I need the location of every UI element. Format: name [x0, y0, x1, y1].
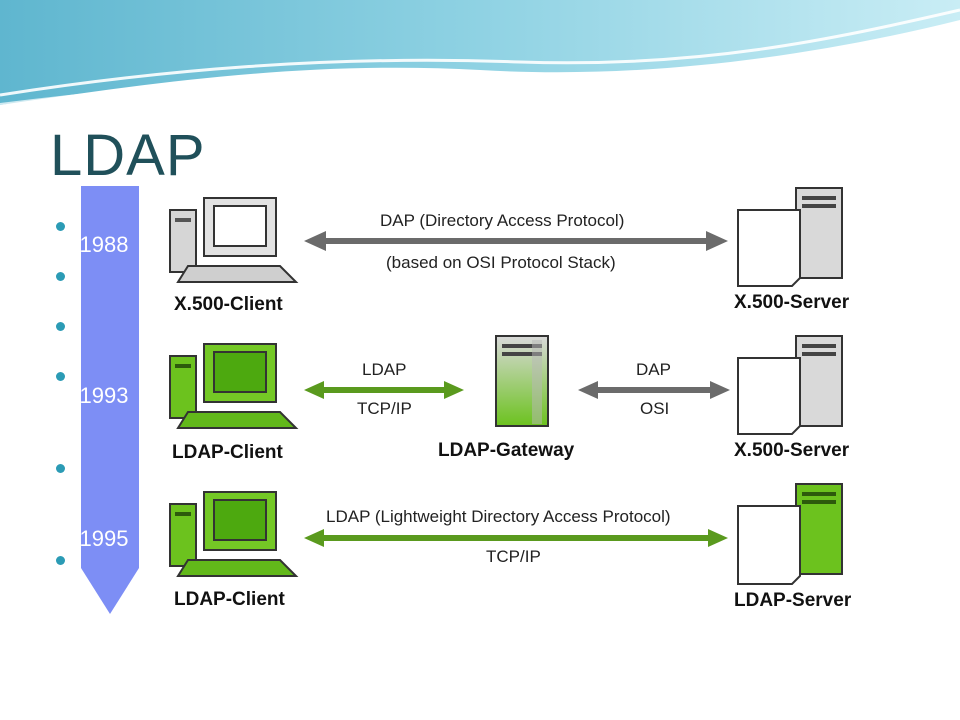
bullet-marker [56, 556, 65, 565]
bullet-marker [56, 464, 65, 473]
desktop-computer-icon [169, 197, 299, 283]
ldap-client-label: LDAP-Client [174, 589, 285, 610]
ldap-protocol-label: LDAP (Lightweight Directory Access Proto… [326, 507, 671, 526]
ldap-client-label: LDAP-Client [172, 442, 283, 463]
x500-server-label: X.500-Server [734, 292, 850, 313]
timeline-arrow [81, 186, 139, 614]
dap-link-label: DAP [636, 360, 671, 379]
x500-server-icon [737, 187, 843, 287]
ldap-server-label: LDAP-Server [734, 590, 852, 611]
green-bidirectional-arrow [304, 529, 728, 547]
year-label: 1988 [79, 232, 129, 257]
green-bidirectional-arrow [304, 381, 464, 399]
x500-server-label: X.500-Server [734, 440, 850, 461]
bullet-marker [56, 372, 65, 381]
bullet-marker [56, 272, 65, 281]
header-wave [0, 0, 960, 105]
bullet-marker [56, 222, 65, 231]
slide-title: LDAP [50, 123, 206, 188]
bullet-marker [56, 322, 65, 331]
tcpip-link-label: TCP/IP [357, 399, 412, 418]
year-label: 1995 [79, 526, 129, 551]
ldap-link-label: LDAP [362, 360, 407, 379]
tcpip-link-label: TCP/IP [486, 547, 541, 566]
gray-bidirectional-arrow [304, 231, 728, 251]
ldap-gateway-server-icon [495, 335, 549, 427]
desktop-computer-icon [169, 491, 299, 577]
osi-link-label: OSI [640, 399, 670, 418]
dap-protocol-label: DAP (Directory Access Protocol) [380, 211, 625, 230]
x500-server-icon [737, 335, 843, 435]
year-label: 1993 [79, 383, 129, 408]
gray-bidirectional-arrow [578, 381, 730, 399]
ldap-server-icon [737, 483, 843, 585]
osi-stack-label: (based on OSI Protocol Stack) [386, 253, 616, 272]
x500-client-label: X.500-Client [174, 294, 283, 315]
desktop-computer-icon [169, 343, 299, 429]
ldap-gateway-label: LDAP-Gateway [438, 440, 575, 461]
